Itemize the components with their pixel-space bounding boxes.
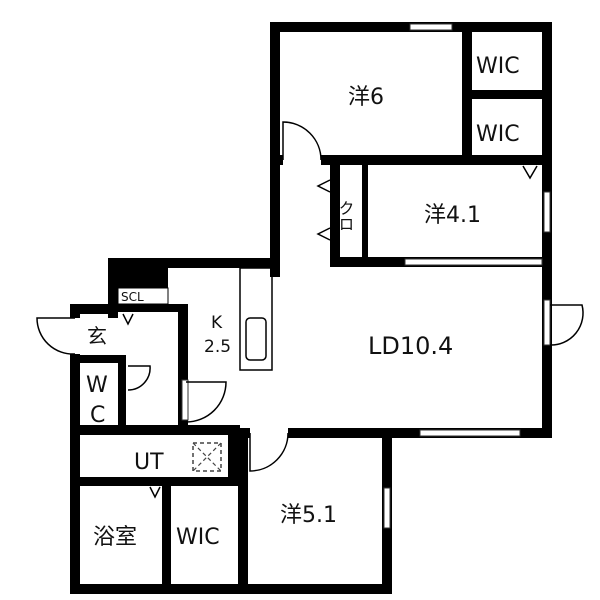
label-wc-c: C <box>90 403 105 428</box>
label-western6: 洋6 <box>348 85 384 110</box>
label-western41: 洋4.1 <box>424 203 481 228</box>
label-ld: LD10.4 <box>368 332 453 360</box>
label-bath: 浴室 <box>93 525 137 550</box>
label-wic-top: WIC <box>476 54 520 79</box>
label-western51: 洋5.1 <box>280 503 337 528</box>
label-entrance: 玄 <box>87 324 107 348</box>
windows <box>181 23 551 529</box>
fixtures <box>117 40 538 550</box>
label-scl: SCL <box>121 290 144 304</box>
label-wc-w: W <box>86 373 108 398</box>
label-kitchen-k: K <box>211 313 223 333</box>
label-wic-bottom: WIC <box>176 525 220 550</box>
label-closet: クロ <box>336 200 355 232</box>
doors <box>36 121 584 472</box>
label-wic-right: WIC <box>476 122 520 147</box>
room-labels: 洋6 WIC WIC 洋4.1 クロ LD10.4 K 2.5 SCL 玄 W … <box>86 54 520 550</box>
label-kitchen-size: 2.5 <box>204 337 231 357</box>
label-ut: UT <box>134 450 164 475</box>
